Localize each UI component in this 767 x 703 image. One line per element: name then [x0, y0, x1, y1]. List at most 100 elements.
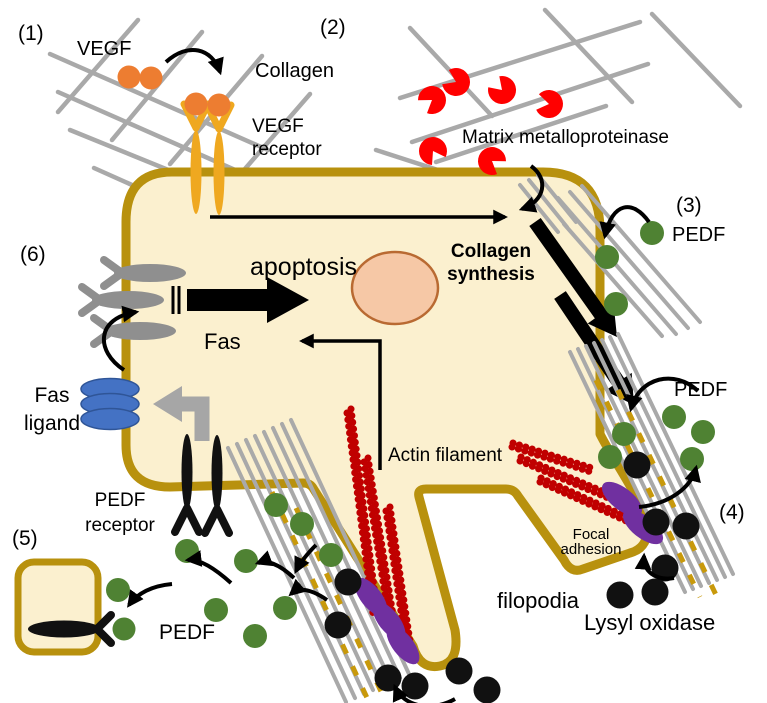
- pedf-receptor-label-line1: PEDF: [95, 490, 146, 511]
- actin-chain: [537, 474, 640, 525]
- pedf-circle: [595, 245, 619, 269]
- fas-receptor-claw: [90, 314, 116, 348]
- collagen-fiber-line: [562, 222, 664, 338]
- step-5-label: (5): [12, 527, 38, 550]
- actin-chain: [386, 503, 415, 652]
- arrow-pedf4-release: [638, 464, 701, 509]
- actin-chain: [364, 454, 400, 638]
- lysyl-oxidase-circle: [324, 611, 352, 639]
- pedf-circle: [604, 292, 628, 316]
- mmp-label: Matrix metalloproteinase: [462, 127, 669, 148]
- mmp-icon: [488, 76, 517, 105]
- vegf-ligand-circle: [184, 92, 208, 116]
- focal-adhesion-label-line1: Focal: [573, 526, 610, 543]
- pedf-receptor-icon: [181, 434, 193, 510]
- fas-receptor-icon: [92, 291, 164, 309]
- pedf-receptor-label-line2: receptor: [85, 515, 155, 536]
- vegf-receptor-icon: [190, 130, 202, 214]
- pedf-receptor-claw: [171, 504, 203, 536]
- collagen-fiber-line: [409, 61, 651, 145]
- vegf-ligand-circle: [139, 66, 163, 90]
- step-1-label: (1): [18, 22, 44, 45]
- mmp-icon: [536, 90, 563, 119]
- arrow-lysyl-action: [634, 552, 675, 581]
- arrow-fas-ligand-binding: [101, 305, 140, 372]
- collagen-fiber-line: [253, 434, 375, 692]
- actin-chain: [536, 478, 639, 529]
- arrow-fas-apoptosis-head: [267, 277, 309, 323]
- arrow-gray-to-fas-ligand-shaft: [182, 396, 210, 441]
- pedf-3-label: PEDF: [672, 224, 725, 246]
- pedf-circle: [264, 493, 288, 517]
- collagen-fiber-line: [226, 446, 348, 703]
- step-3-label: (3): [676, 194, 702, 217]
- fas-ligand-label-line1: Fas: [34, 384, 69, 407]
- vegf-receptor-label-line2: receptor: [252, 139, 322, 160]
- collagen-fiber-line: [241, 91, 313, 173]
- pedf-circle: [680, 447, 704, 471]
- lysyl-oxidase-label: Lysyl oxidase: [584, 610, 715, 635]
- actin-chain: [347, 405, 381, 614]
- vegf-receptor-label-line1: VEGF: [252, 116, 304, 137]
- collagen-fibers-right: [518, 173, 702, 338]
- pedf-molecules: [106, 221, 715, 648]
- lysyl-oxidase-molecules: [324, 451, 700, 703]
- fas-ligand-icon: [80, 407, 140, 431]
- collagen-fiber-line: [616, 332, 735, 576]
- collagen-fiber-line: [433, 103, 609, 165]
- apoptosis-body: [350, 250, 440, 326]
- pedf-circle: [640, 221, 664, 245]
- pedf-receptor-icon: [28, 620, 100, 638]
- lysyl-oxidase-circle: [473, 676, 501, 703]
- pedf-circle: [204, 598, 228, 622]
- arrow-actin-to-fas: [299, 333, 382, 470]
- pedf-circle: [662, 405, 686, 429]
- curved-arrows: [101, 48, 701, 703]
- pedf-receptor-claw: [201, 505, 233, 537]
- vegf-complex: [117, 65, 235, 215]
- fas-receptor-claw: [78, 283, 104, 317]
- actin-chain: [509, 439, 596, 472]
- actin-chain: [516, 457, 617, 504]
- labels: (1) VEGF (2) Collagen VEGF receptor Matr…: [12, 16, 745, 644]
- arrow-lysyl-bottom: [392, 683, 456, 703]
- mmp-icon: [442, 67, 471, 96]
- step-2-label: (2): [320, 16, 346, 39]
- pedf-receptor-claw: [93, 611, 115, 647]
- arrow-vegf-binding: [164, 48, 224, 76]
- focal-adhesion-label-line2: adhesion: [561, 541, 622, 558]
- lysyl-oxidase-circle: [623, 451, 651, 479]
- pedf-circle: [290, 512, 314, 536]
- collagen-fiber-line: [568, 190, 690, 330]
- lysyl-oxidase-circle: [334, 568, 362, 596]
- pedf-circle: [691, 420, 715, 444]
- lysyl-oxidase-circle: [606, 581, 634, 609]
- vegf-label: VEGF: [77, 38, 131, 60]
- focal-adhesion-ellipse: [386, 625, 420, 665]
- pedf-circle: [598, 445, 622, 469]
- focal-adhesions: [354, 481, 664, 665]
- collagen-fiber-line: [55, 17, 141, 115]
- arrow-pedf5-move: [288, 578, 329, 602]
- actin-chain: [343, 409, 377, 618]
- pedf-circle: [319, 543, 343, 567]
- arrow-collagen-secretion-2-shaft: [554, 291, 625, 387]
- fas-ligand-label-line2: ligand: [24, 412, 80, 435]
- vegf-ligand-circle: [207, 93, 231, 117]
- fas-receptor-claw: [100, 256, 126, 290]
- actin-chain: [508, 443, 595, 476]
- pedf-circle: [106, 578, 130, 602]
- lysyl-oxidase-circle: [641, 578, 669, 606]
- filopodia-label: filopodia: [497, 588, 580, 613]
- fas-receptors: [78, 256, 186, 348]
- matrix-metalloproteinases: [417, 67, 563, 176]
- collagen-fiber-line: [542, 7, 635, 105]
- focal-adhesion-ellipse: [601, 481, 643, 517]
- lysyl-oxidase-circle: [445, 657, 473, 685]
- collagen-synthesis-label-line2: synthesis: [447, 264, 535, 285]
- lysyl-oxidase-circle: [401, 672, 429, 700]
- arrow-pedf5-move: [294, 543, 318, 575]
- fas-receptor-icon: [114, 264, 186, 282]
- pedf-5-label: PEDF: [159, 621, 215, 644]
